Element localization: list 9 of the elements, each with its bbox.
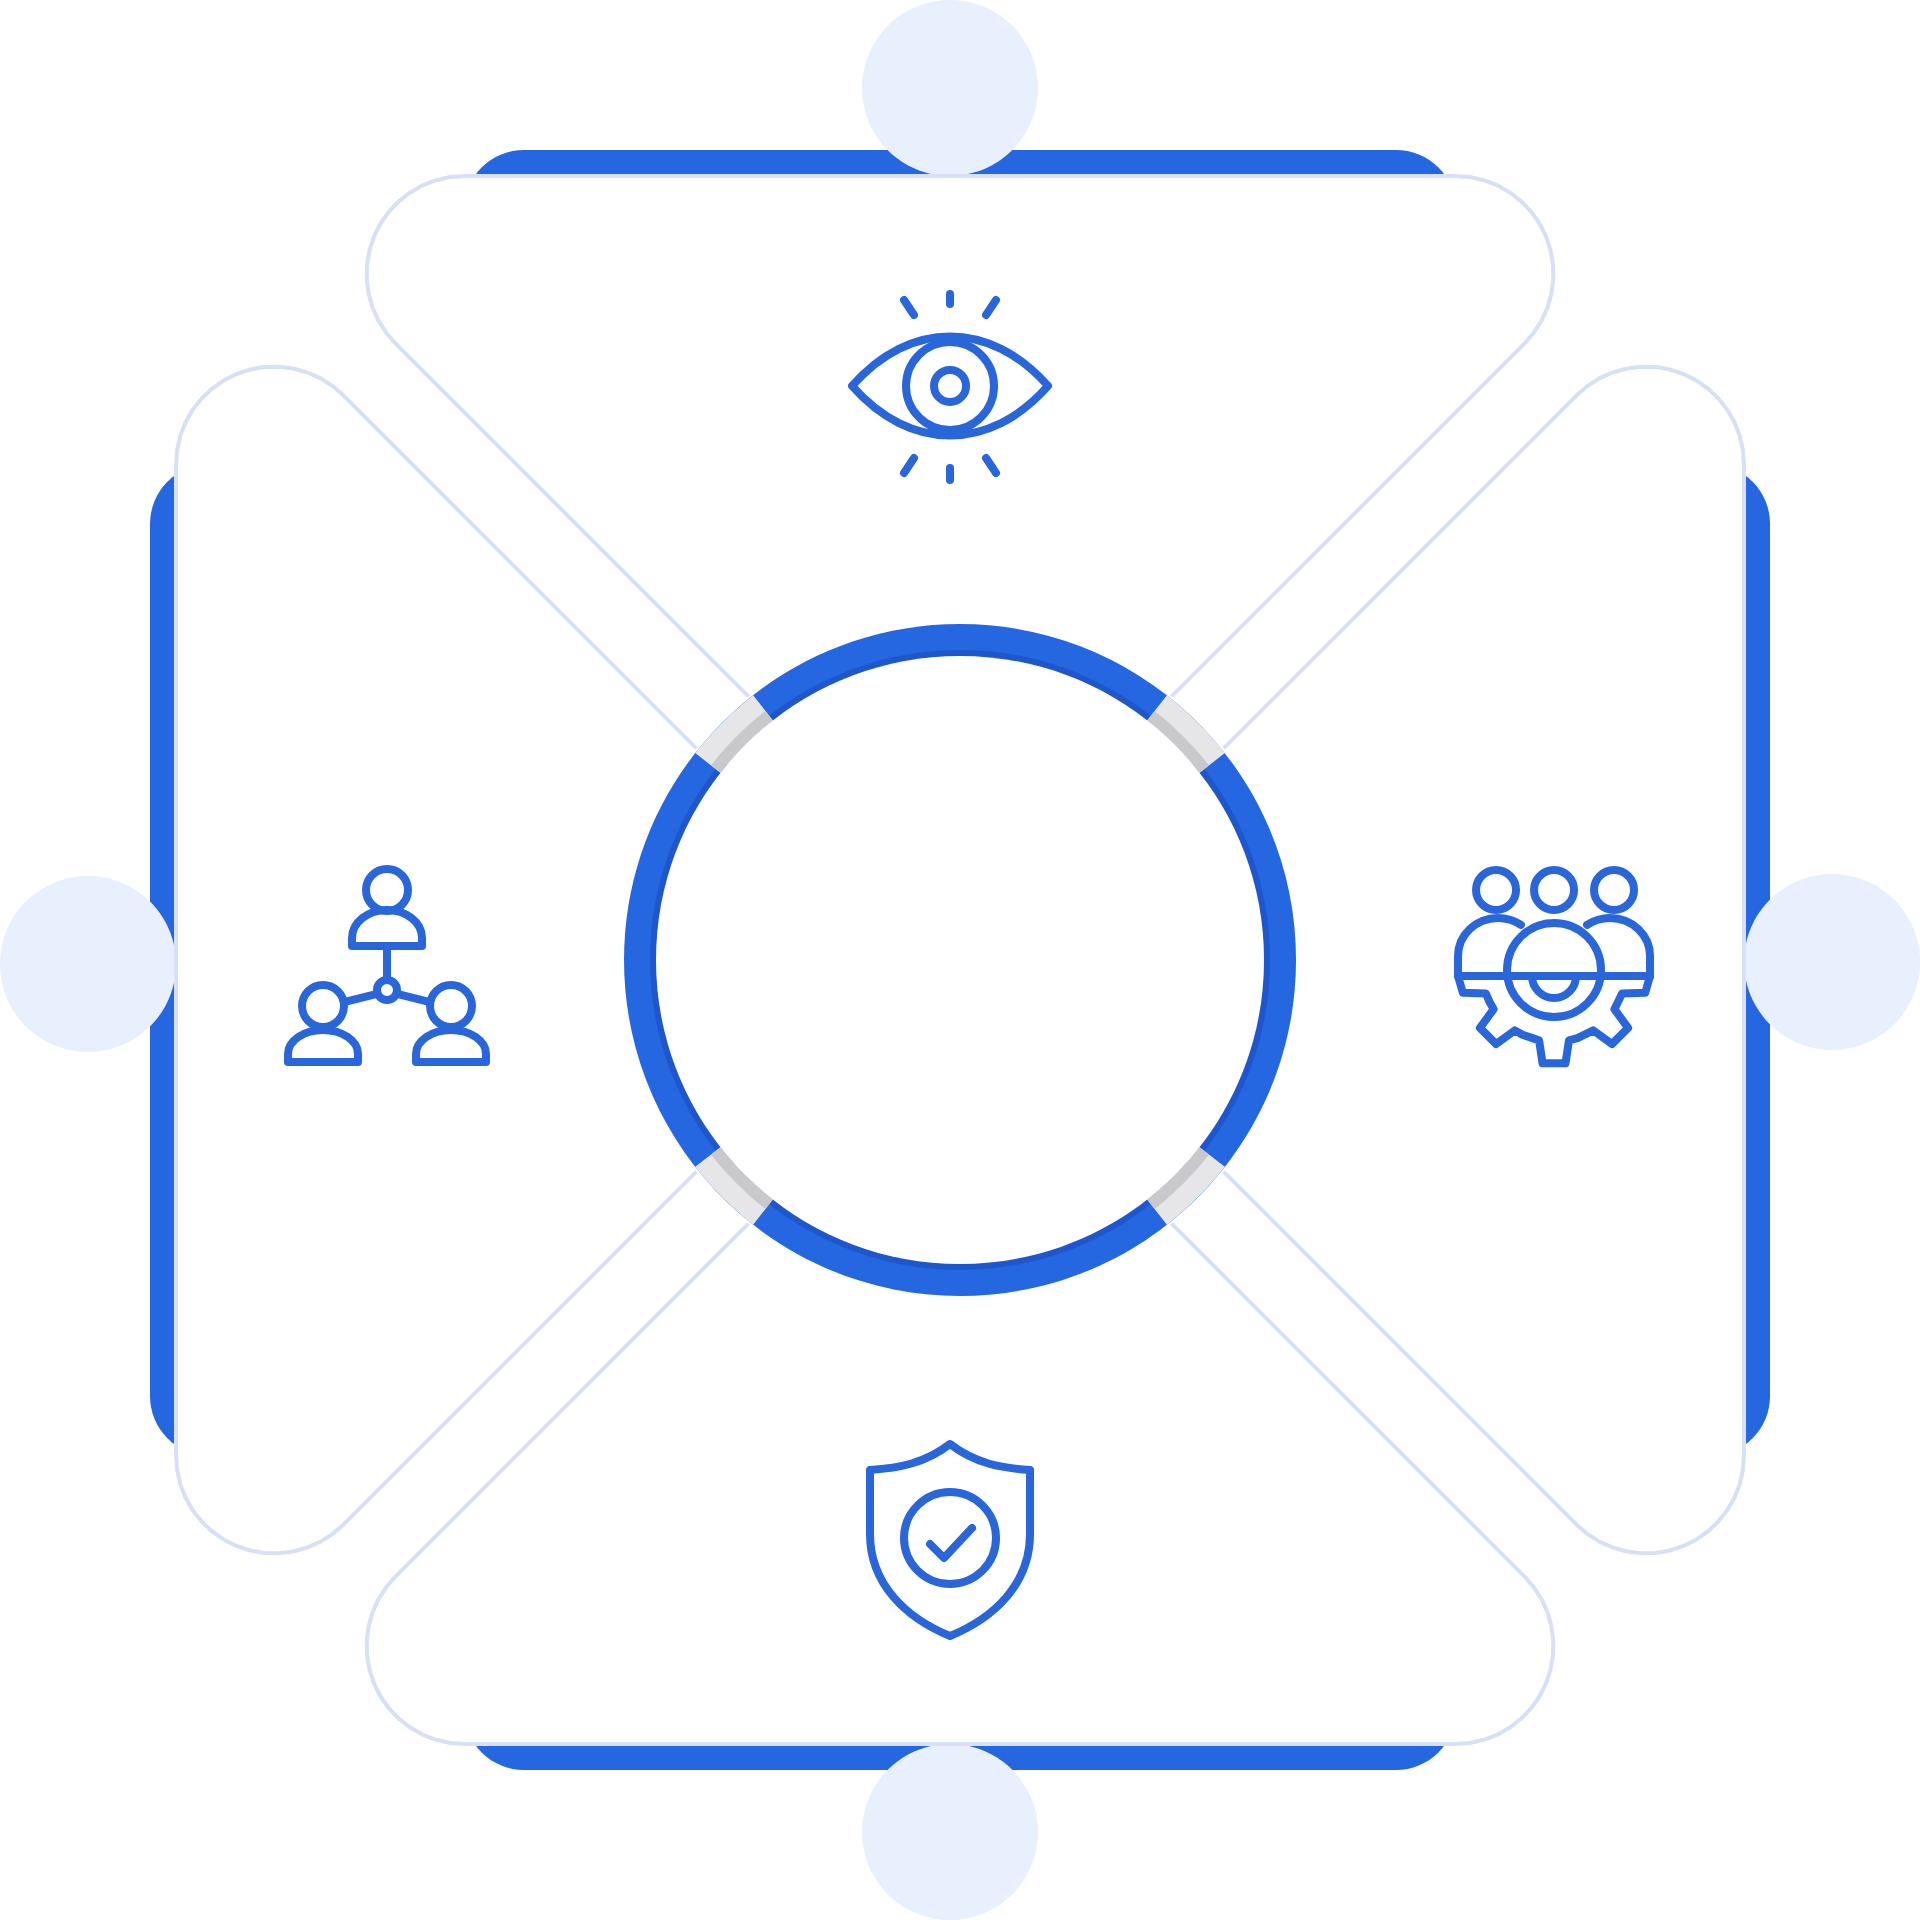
triangle-panel <box>364 173 1556 698</box>
triangle-panel <box>364 1222 1556 1746</box>
circle <box>862 1744 1038 1920</box>
circle <box>862 0 1038 176</box>
circle <box>0 876 176 1052</box>
triangle-panel <box>1222 364 1747 1556</box>
ring <box>624 624 1296 1296</box>
circle <box>1744 874 1920 1050</box>
triangle-panel <box>174 364 698 1556</box>
